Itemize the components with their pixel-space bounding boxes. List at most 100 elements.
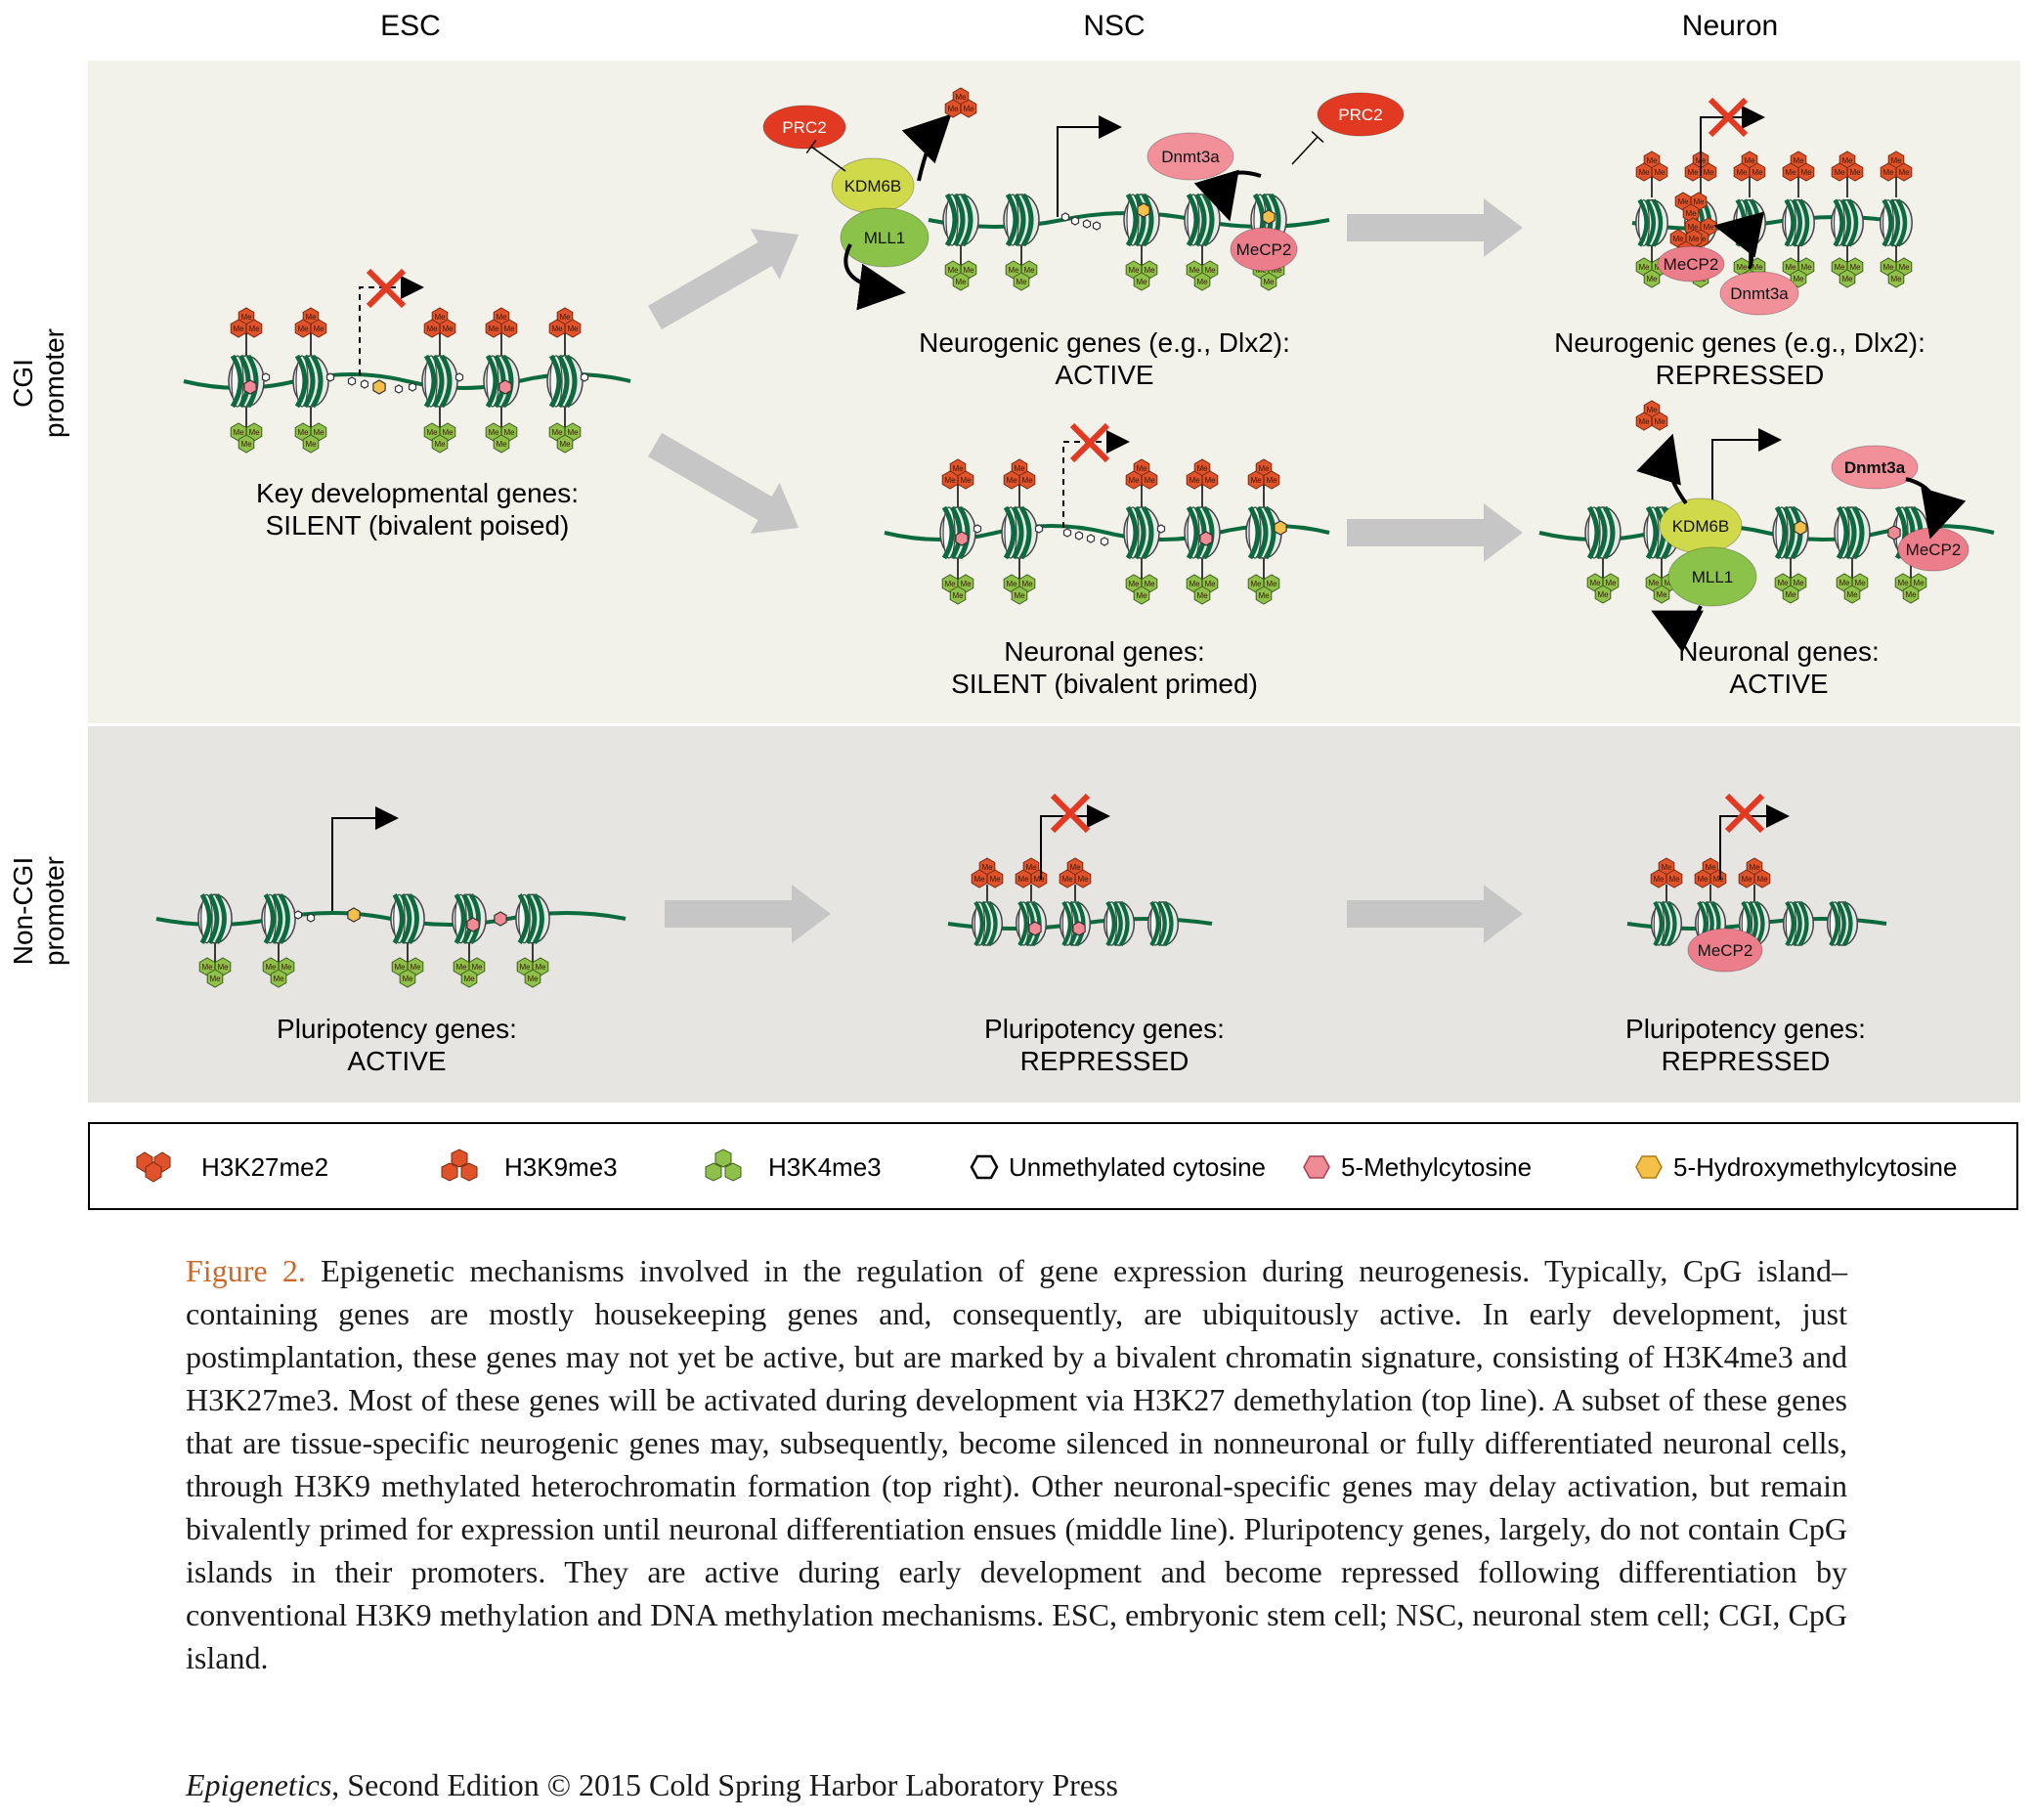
h3k27-mark-label: Me <box>503 325 515 333</box>
unmethylated-cytosine <box>1034 524 1044 534</box>
dnmt3a-protein-neuron-label: Dnmt3a <box>1730 284 1789 303</box>
mecp2-protein-body <box>1230 227 1298 272</box>
methylcytosine <box>955 531 969 546</box>
h3k4-mark-label: Me <box>1016 278 1027 286</box>
dna-wrap <box>1660 900 1670 947</box>
h3k9-mark-label: Me <box>1638 168 1650 177</box>
h3k4-mark-label: Me <box>551 428 563 437</box>
dna-wrap <box>1005 193 1018 247</box>
dna-wrap <box>392 893 405 944</box>
h3k4-mark-label: Me <box>1008 266 1019 275</box>
cytosine <box>408 382 417 392</box>
unmethylated-cytosine <box>580 372 589 382</box>
tss-arrow-neuron-mid <box>1711 428 1782 523</box>
h3k27-mark-hex <box>439 319 456 338</box>
nucleosome <box>1782 198 1815 247</box>
mll1-protein-label: MLL1 <box>864 229 906 247</box>
figure-label: Figure 2. <box>186 1253 306 1288</box>
h3k9-mark-label: Me <box>1849 168 1861 177</box>
dna-wrap <box>532 893 544 944</box>
caption-nsc-top-line1: Neurogenic genes (e.g., Dlx2): <box>919 327 1290 358</box>
dna-wrap <box>1882 198 1893 247</box>
removed-h3k27-mark-neuron-label: Me <box>1646 406 1658 414</box>
dna-wrap <box>1653 900 1665 947</box>
h3k9-mark-hex <box>1074 869 1092 888</box>
h3k4-mark-label: Me <box>1890 275 1902 283</box>
h3k4-mark-label: Me <box>1128 266 1140 275</box>
h3k4-mark-label: Me <box>471 963 483 972</box>
inhibition-bar <box>805 140 817 153</box>
methylcytosine <box>498 379 512 395</box>
h3k27-mark-label: Me <box>313 325 324 333</box>
prc2-inhibition-right <box>1291 131 1324 165</box>
dna-wrap <box>199 893 212 944</box>
nucleosome <box>1001 505 1038 560</box>
h3k4-mark-hex <box>1133 585 1150 605</box>
h3k4-mark-label: Me <box>1006 580 1017 588</box>
h3k9-mark-label: Me <box>1841 156 1853 165</box>
h3k4-mark-label: Me <box>240 440 252 449</box>
dna-wrap <box>986 900 998 947</box>
caption-nsc-noncgi: Pluripotency genes: REPRESSED <box>850 1013 1359 1077</box>
legend-item-h3k27me2: H3K27me2 <box>129 1148 328 1187</box>
h3k4-mark-label: Me <box>1838 579 1850 587</box>
hydroxymethylcytosine <box>347 907 361 923</box>
h3k4-mark-hex <box>431 434 449 454</box>
inhibition-line <box>810 146 846 172</box>
dnmt3a-protein-neuron: Dnmt3a <box>1719 271 1799 316</box>
dna-wrap <box>1665 900 1677 947</box>
unmethylated-cytosine <box>973 524 982 534</box>
unmethylated-cytosine-icon <box>970 1154 999 1180</box>
h3k4-mark-label: Me <box>248 428 260 437</box>
h3k9-mark-label: Me <box>989 875 1001 884</box>
arrow-shape <box>648 229 800 330</box>
dna-wrap <box>1112 900 1123 947</box>
dna-wrap <box>960 193 973 247</box>
mll1-protein: MLL1 <box>840 207 930 268</box>
mecp2-protein-noncgi-label: MeCP2 <box>1698 941 1753 960</box>
h3k4me3-icon <box>705 1148 742 1182</box>
dnmt3a-methylation-arrow-neuron-mid <box>1905 477 1967 540</box>
cytosine <box>293 910 303 920</box>
h3k4-mark-label: Me <box>519 963 531 972</box>
methylcytosine <box>1887 525 1901 541</box>
dna-wrap <box>485 354 498 409</box>
h3k9-mark-label: Me <box>1672 235 1684 243</box>
h3k4-mark-hex <box>1838 269 1856 288</box>
dna-wrap <box>973 900 985 947</box>
kdm6b-demethylation-arrow-neuron <box>1636 433 1688 505</box>
h3k4-mark-label: Me <box>297 428 309 437</box>
h3k4-mark-label: Me <box>1752 263 1763 272</box>
caption-nsc-mid-line1: Neuronal genes: <box>1004 636 1205 667</box>
tss-arrow-nsc-mid <box>1062 430 1130 528</box>
caption-nsc-mid: Neuronal genes: SILENT (bivalent primed) <box>850 635 1359 700</box>
h3k4-mark-hex <box>952 272 970 291</box>
h3k4-mark-hex <box>399 969 416 988</box>
caption-neuron-mid-line2: ACTIVE <box>1729 669 1829 699</box>
dna-wrap <box>517 893 530 944</box>
h3k27-mark-label: Me <box>240 313 252 322</box>
dna-wrap <box>957 505 971 560</box>
dna-wrap <box>944 193 958 247</box>
removed-h3k27-mark-label: Me <box>947 105 959 113</box>
h3k9-mark-label: Me <box>1712 875 1724 884</box>
dna-wrap <box>271 893 283 944</box>
caption-neuron-noncgi-line2: REPRESSED <box>1661 1046 1831 1076</box>
h3k4-mark-label: Me <box>1846 590 1858 599</box>
dna-wrap <box>1247 505 1261 560</box>
hydroxymethylcytosine <box>1794 520 1807 536</box>
hydroxymethylcytosine-icon <box>1635 1155 1663 1179</box>
h3k9-mark-label: Me <box>1800 168 1812 177</box>
dna-wrap <box>302 354 316 409</box>
h3k27-mark-label: Me <box>248 325 260 333</box>
h3k4-mark-label: Me <box>1136 591 1147 600</box>
